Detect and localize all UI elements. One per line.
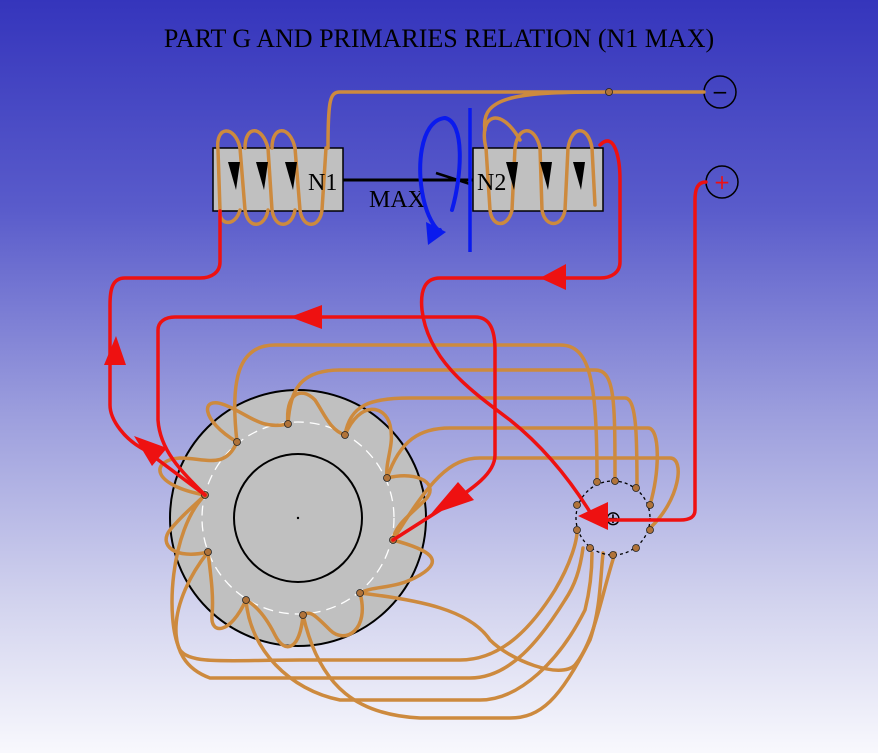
toroid-feed-wire xyxy=(156,315,497,542)
coil-n1: N1 xyxy=(212,129,344,226)
n1-field-arrow-icon xyxy=(228,162,240,190)
toroid-center-mark xyxy=(296,516,300,520)
commutator-center-symbol: ⊕ xyxy=(605,506,622,530)
current-direction-arrow-icon xyxy=(290,305,322,329)
diagram-title: PART G AND PRIMARIES RELATION (N1 MAX) xyxy=(163,24,715,53)
n2-field-arrow-icon xyxy=(506,162,518,190)
n2-field-arrow-icon xyxy=(540,162,552,190)
toroid-midline xyxy=(201,421,395,615)
n1-field-arrow-icon xyxy=(285,162,297,190)
toroid-inner-edge xyxy=(233,453,363,583)
current-direction-arrow-icon xyxy=(540,264,566,290)
commutator: ⊕ xyxy=(573,477,654,559)
terminal-positive: + xyxy=(705,165,739,199)
copper-leads xyxy=(170,343,680,720)
n2-feed-wire xyxy=(419,139,622,514)
n2-label: N2 xyxy=(477,170,506,196)
negative-supply-wire xyxy=(326,90,706,150)
n1-field-arrow-icon xyxy=(256,162,268,190)
toroid-windings xyxy=(158,391,434,649)
n1-return-wire xyxy=(108,209,222,497)
positive-supply-wire xyxy=(603,180,708,522)
negative-junction xyxy=(605,88,613,96)
n1-label: N1 xyxy=(308,170,337,196)
coil-n2: N2 xyxy=(472,116,604,226)
toroid-core xyxy=(169,389,427,647)
current-direction-arrow-icon xyxy=(134,436,167,466)
current-paths xyxy=(104,139,708,542)
rotation-arrow-icon xyxy=(426,222,446,245)
current-direction-arrow-icon xyxy=(430,482,474,515)
terminal-negative-icon: − xyxy=(712,80,729,104)
gap-label: MAX xyxy=(369,187,425,213)
rotation-indicator xyxy=(418,108,472,252)
n2-field-arrow-icon xyxy=(573,162,585,190)
current-direction-arrow-icon xyxy=(578,502,608,530)
terminal-positive-icon: + xyxy=(714,170,731,194)
terminal-negative: − xyxy=(703,75,737,109)
flux-link: MAX xyxy=(343,171,473,213)
current-direction-arrow-icon xyxy=(104,336,126,365)
